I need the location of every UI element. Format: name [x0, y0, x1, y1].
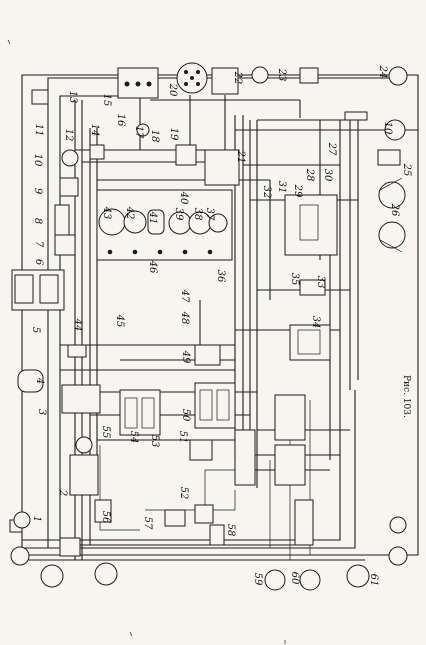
component-label: 7: [33, 241, 44, 248]
component-label: 3: [36, 409, 47, 415]
component-label: 45: [114, 314, 125, 328]
right-components: [284, 177, 406, 361]
component-label: 22: [232, 71, 243, 85]
component-label: 14: [89, 124, 100, 137]
component-label: 20: [167, 83, 178, 97]
component-label: 11: [33, 124, 44, 137]
component-label: 21: [235, 150, 246, 164]
left-components: [9, 89, 112, 533]
component-label: 37: [204, 208, 215, 221]
component-label: 32: [261, 186, 272, 199]
component-label: 24: [377, 65, 388, 79]
component-label: 25: [401, 163, 412, 177]
main-harness: [21, 74, 419, 561]
component-label: 41: [147, 211, 158, 225]
relay-blocks: [119, 344, 236, 546]
component-label: 55: [100, 426, 111, 439]
component-label: 19: [168, 128, 179, 141]
component-label: 58: [225, 524, 236, 537]
component-label: 18: [149, 130, 160, 143]
top-components: [117, 62, 408, 186]
figure-caption: Рис. 103.: [401, 375, 411, 418]
component-label: 46: [147, 260, 158, 274]
component-label: 35: [289, 273, 300, 286]
component-label: 49: [180, 350, 191, 364]
component-label: 28: [304, 168, 315, 182]
component-label: 39: [173, 208, 184, 221]
component-label: 48: [179, 311, 190, 325]
component-label: 15: [101, 94, 112, 107]
component-label: 38: [192, 208, 203, 221]
component-label: 36: [215, 270, 226, 283]
component-label: 26: [389, 203, 400, 217]
component-label: 12: [63, 129, 74, 142]
component-label: 54: [128, 431, 139, 444]
component-label: 33: [315, 276, 326, 289]
component-label: 10: [382, 122, 393, 135]
component-label: 6: [33, 259, 44, 266]
component-label: 57: [142, 517, 153, 530]
component-label: 13: [67, 91, 78, 104]
component-label: 56: [100, 511, 111, 524]
component-label: 5: [30, 327, 41, 333]
component-label: 40: [178, 191, 189, 205]
component-label: 60: [289, 572, 300, 585]
component-label: 31: [276, 181, 287, 194]
component-label: 52: [178, 487, 189, 500]
component-label: 2: [57, 489, 68, 496]
component-label: 17: [133, 126, 144, 139]
component-label: 23: [276, 68, 287, 82]
component-label: 50: [180, 409, 191, 422]
component-label: 42: [124, 206, 135, 220]
component-label: 61: [368, 574, 379, 587]
component-label: 53: [149, 435, 160, 448]
component-label: 1: [31, 516, 42, 522]
component-label: 44: [72, 318, 83, 332]
component-label: 9: [32, 188, 43, 195]
component-label: 43: [101, 206, 112, 220]
component-label: 27: [326, 142, 337, 156]
component-label: 10: [32, 154, 43, 167]
component-label: 29: [292, 184, 303, 198]
component-label: 16: [115, 114, 126, 127]
component-label: 59: [252, 573, 263, 586]
component-label: 30: [322, 169, 333, 182]
component-label: 47: [179, 289, 190, 303]
instrument-panel: [96, 189, 233, 261]
component-label: 34: [310, 316, 321, 329]
component-label: 8: [32, 218, 43, 224]
bottom-lamps: [10, 511, 408, 591]
terminal-blocks: [59, 394, 314, 557]
component-label: 51: [177, 431, 188, 444]
component-label: 4: [34, 377, 45, 384]
